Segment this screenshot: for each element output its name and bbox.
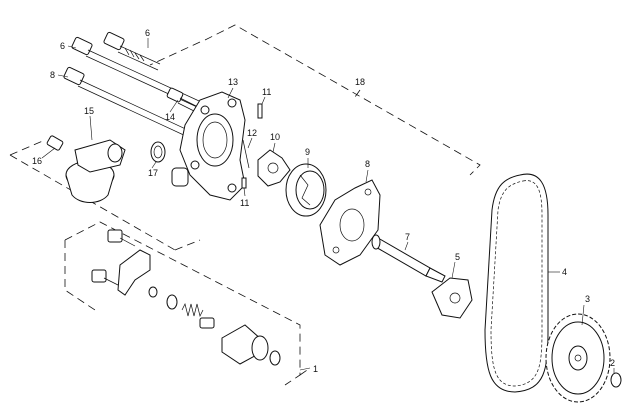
relief-valve-washer (166, 294, 178, 310)
pump-body (171, 91, 246, 201)
callout-8-cover: 8 (365, 159, 370, 169)
callout-labels: 1 2 3 4 5 6 6 7 8 8 9 10 11 11 12 13 14 … (32, 28, 615, 374)
relief-valve-housing (221, 324, 281, 366)
strainer-bolt (46, 135, 64, 151)
callout-17: 17 (148, 168, 158, 178)
callout-12: 12 (247, 128, 257, 138)
callout-16: 16 (32, 156, 42, 166)
group-1-boundary (64, 221, 311, 386)
callout-6-left: 6 (60, 41, 65, 51)
callout-18: 18 (355, 77, 365, 87)
group-18-boundary (9, 24, 481, 251)
oil-strainer (65, 139, 126, 203)
callout-9: 9 (305, 147, 310, 157)
o-ring (150, 141, 166, 163)
drive-plate (431, 277, 473, 319)
leader-lines (41, 38, 615, 373)
callout-8-bolt: 8 (50, 70, 55, 80)
relief-valve-spring (181, 302, 204, 318)
relief-valve-clip (148, 286, 158, 298)
dowel-pin-lower (241, 177, 247, 189)
circlip (610, 372, 622, 388)
relief-valve-bracket (117, 249, 151, 296)
callout-3: 3 (585, 294, 590, 304)
relief-valve-piston (199, 317, 215, 329)
drive-sprocket (545, 313, 611, 403)
callout-14: 14 (165, 112, 175, 122)
callout-2: 2 (610, 358, 615, 368)
inner-rotor (257, 149, 291, 187)
callout-4: 4 (562, 267, 567, 277)
callout-6-top: 6 (145, 28, 150, 38)
long-bolt-bottom (63, 66, 191, 138)
outer-rotor (285, 163, 327, 217)
callout-11-upper: 11 (262, 87, 271, 97)
callout-1: 1 (313, 364, 318, 374)
callout-13: 13 (228, 77, 238, 87)
relief-valve-bolt-upper (107, 229, 136, 247)
drive-chain (484, 173, 549, 393)
callout-7: 7 (405, 232, 410, 242)
pump-cover (319, 179, 381, 266)
pump-shaft (371, 234, 446, 283)
pin-12 (242, 139, 250, 169)
callout-5: 5 (455, 252, 460, 262)
callout-10: 10 (270, 132, 280, 142)
long-bolt-middle (71, 36, 211, 113)
callout-15: 15 (84, 106, 94, 116)
dowel-pin-upper (257, 103, 263, 119)
long-bolt-top (103, 31, 161, 71)
callout-11-lower: 11 (240, 198, 249, 208)
